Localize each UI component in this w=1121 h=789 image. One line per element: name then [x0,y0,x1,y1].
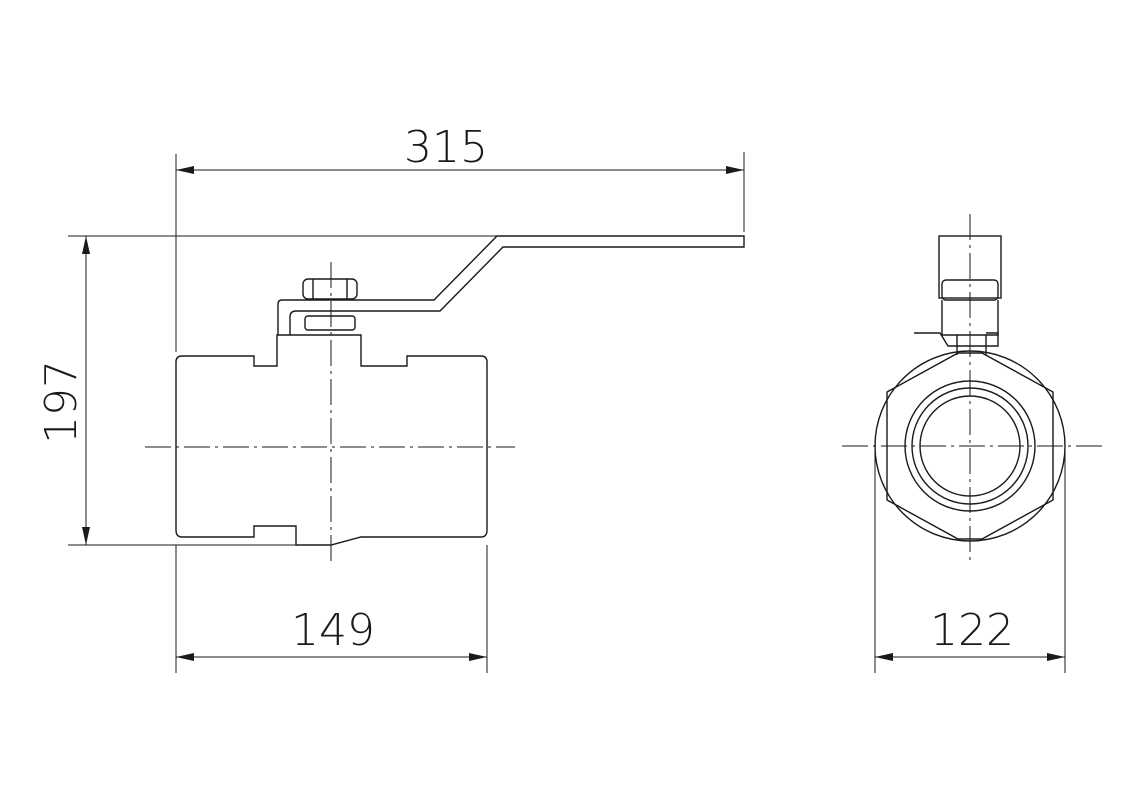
overall-length-label: 315 [404,122,488,173]
end-hexagon [886,352,1054,540]
arrowhead [726,166,744,174]
stem-packing [304,315,356,331]
dimension-height: 197 [36,235,500,546]
stem-nut [302,278,358,300]
stop-plate [914,332,999,347]
dimension-side-width: 122 [874,446,1066,673]
arrowhead [82,527,90,545]
arrowhead [1047,653,1065,661]
arrowhead [82,236,90,254]
arrowhead [875,653,893,661]
side-width-label: 122 [930,605,1014,656]
arrowhead [176,653,194,661]
valve-body-outline [175,334,488,546]
front-view [145,235,745,565]
dimension-body-length: 149 [175,545,488,673]
arrowhead [469,653,487,661]
arrowhead [176,166,194,174]
lever-handle [277,235,745,335]
side-view [842,214,1102,563]
dimension-overall-length: 315 [175,122,745,352]
body-length-label: 149 [291,605,375,656]
height-label: 197 [36,360,87,444]
